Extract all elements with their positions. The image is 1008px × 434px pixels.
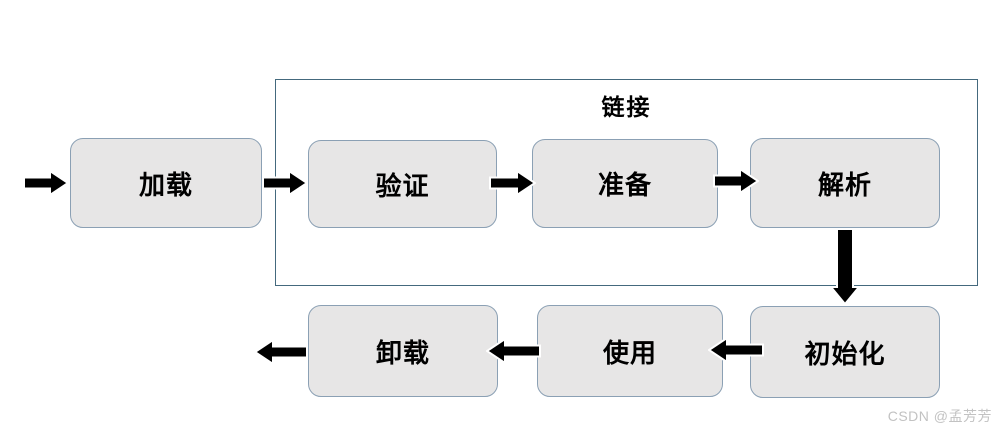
- linking-group-label: 链接: [601, 94, 652, 121]
- node-initialize-label: 初始化: [804, 339, 886, 370]
- node-verify: 验证: [308, 140, 497, 228]
- node-resolve: 解析: [750, 138, 940, 228]
- node-prepare-label: 准备: [597, 171, 652, 201]
- node-use: 使用: [537, 305, 723, 397]
- node-initialize: 初始化: [750, 306, 940, 398]
- node-load: 加载: [70, 138, 262, 228]
- arrow-start-to-load: [23, 169, 69, 197]
- arrow-resolve-to-initialize: [829, 228, 861, 306]
- node-load-label: 加载: [138, 170, 193, 201]
- node-unload: 卸载: [308, 305, 498, 397]
- node-prepare: 准备: [532, 139, 718, 228]
- node-unload-label: 卸载: [375, 338, 430, 369]
- arrow-verify-to-prepare: [489, 169, 536, 197]
- arrow-load-to-verify: [262, 169, 308, 197]
- node-use-label: 使用: [602, 338, 657, 369]
- arrow-unload-to-end: [254, 338, 308, 366]
- watermark-text: CSDN @孟芳芳: [887, 408, 992, 424]
- node-verify-label: 验证: [375, 171, 430, 202]
- arrow-use-to-unload: [486, 337, 541, 365]
- node-resolve-label: 解析: [817, 170, 872, 201]
- arrow-prepare-to-resolve: [713, 167, 759, 195]
- arrow-initialize-to-use: [708, 336, 764, 364]
